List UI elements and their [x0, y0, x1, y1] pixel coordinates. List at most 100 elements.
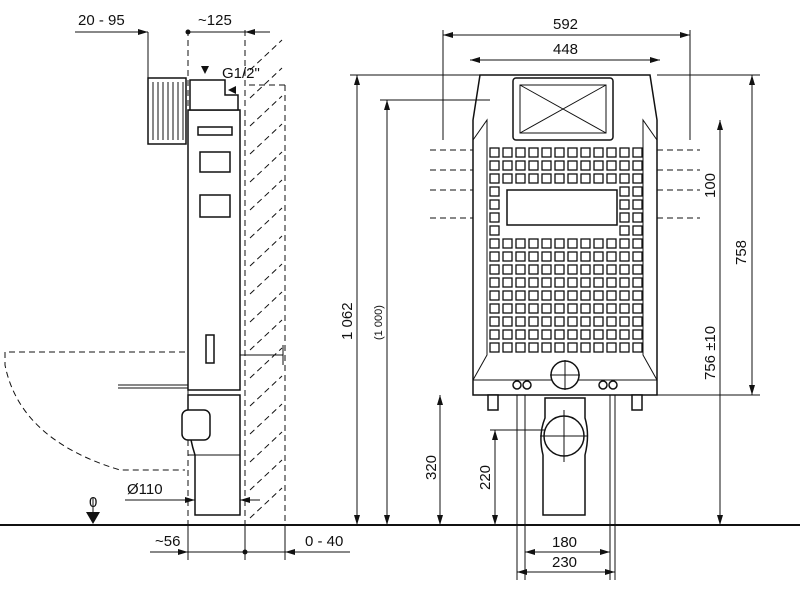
grid-cell	[619, 238, 630, 249]
grid-cell	[502, 342, 513, 353]
grid-cell	[541, 264, 552, 275]
grid-cell	[515, 238, 526, 249]
wall-hatch	[249, 263, 283, 295]
grid-cell	[489, 316, 500, 327]
grid-cell	[593, 316, 604, 327]
grid-cell	[580, 342, 591, 353]
grid-cell	[515, 316, 526, 327]
dim-pipe-offset: ~56	[155, 533, 180, 550]
grid-cell	[489, 173, 500, 184]
grid-cell	[619, 316, 630, 327]
grid-cell	[632, 160, 643, 171]
grid-cell	[567, 329, 578, 340]
wall-hatch	[249, 487, 283, 519]
grid-cell	[593, 264, 604, 275]
grid-cell	[606, 160, 617, 171]
grid-cell	[528, 303, 539, 314]
wall-hatch	[249, 123, 283, 155]
floor-marker-icon	[86, 512, 100, 524]
grid-cell	[541, 277, 552, 288]
grid-cell	[554, 251, 565, 262]
grid-cell	[632, 342, 643, 353]
grid-cell	[619, 264, 630, 275]
grid-cell	[541, 147, 552, 158]
grid-cell	[567, 160, 578, 171]
grid-cell	[567, 303, 578, 314]
grid-cell	[554, 238, 565, 249]
grid-cell	[502, 173, 513, 184]
grid-cell	[580, 264, 591, 275]
grid-cell	[606, 264, 617, 275]
grid-cell	[567, 316, 578, 327]
wall-hatch	[249, 319, 283, 351]
grid-cell	[528, 251, 539, 262]
dim-water-spacing: 100	[702, 173, 719, 198]
wall-hatch	[249, 151, 283, 183]
grid-cell	[489, 186, 500, 197]
wall-hatch	[249, 207, 283, 239]
grid-cell	[489, 277, 500, 288]
grid-cell	[606, 147, 617, 158]
grid-cell	[515, 277, 526, 288]
grid-cell	[528, 264, 539, 275]
grid-cell	[619, 303, 630, 314]
grid-cell	[593, 303, 604, 314]
grid-cell	[554, 147, 565, 158]
grid-cell	[515, 160, 526, 171]
grid-cell	[502, 264, 513, 275]
dim-height-frame: 756 ±10	[702, 326, 719, 380]
grid-cell	[554, 316, 565, 327]
grid-cell	[554, 277, 565, 288]
grid-cell	[567, 238, 578, 249]
grid-cell	[567, 173, 578, 184]
wall-hatch	[249, 291, 283, 323]
grid-cell	[567, 251, 578, 262]
grid-cell	[502, 160, 513, 171]
wall-hatch	[249, 235, 283, 267]
grid-cell	[580, 173, 591, 184]
dim-feet-inner: 180	[552, 534, 577, 551]
grid-cell	[632, 303, 643, 314]
grid-cell	[619, 290, 630, 301]
grid-cell	[580, 290, 591, 301]
grid-cell	[541, 238, 552, 249]
grid-cell	[606, 277, 617, 288]
grid-cell	[619, 329, 630, 340]
grid-cell	[528, 290, 539, 301]
grid-cell	[593, 251, 604, 262]
grid-cell	[541, 342, 552, 353]
grid-cell	[580, 147, 591, 158]
grid-cell	[632, 147, 643, 158]
grid-cell	[528, 316, 539, 327]
pipe-diameter-label: Ø110	[127, 481, 163, 498]
grid-cell	[606, 173, 617, 184]
grid-cell	[580, 238, 591, 249]
grid-cell	[489, 147, 500, 158]
grid-cell	[632, 264, 643, 275]
grid-cell	[554, 290, 565, 301]
grid-cell	[489, 303, 500, 314]
grid-cell	[580, 277, 591, 288]
grid-cell	[632, 329, 643, 340]
grid-cell	[515, 251, 526, 262]
grid-cell	[528, 238, 539, 249]
grid-cell	[489, 238, 500, 249]
front-view: 592 448 1 062 (1 000) 320 220 758 756 ±1…	[339, 16, 760, 580]
wall-hatch	[249, 179, 283, 211]
wall-hatch	[249, 375, 283, 407]
grid-cell	[632, 316, 643, 327]
wall-hatch	[249, 347, 283, 379]
grid-cell	[554, 303, 565, 314]
grid-cell	[502, 251, 513, 262]
grid-cell	[632, 212, 643, 223]
dim-height-inlet: 758	[733, 240, 750, 265]
grid-cell	[489, 342, 500, 353]
grid-cell	[619, 160, 630, 171]
grid-cell	[515, 329, 526, 340]
grid-cell	[606, 290, 617, 301]
grid-cell	[593, 277, 604, 288]
dim-feet-outer: 230	[552, 554, 577, 571]
grid-cell	[541, 303, 552, 314]
grid-cell	[489, 212, 500, 223]
grid-cell	[619, 147, 630, 158]
